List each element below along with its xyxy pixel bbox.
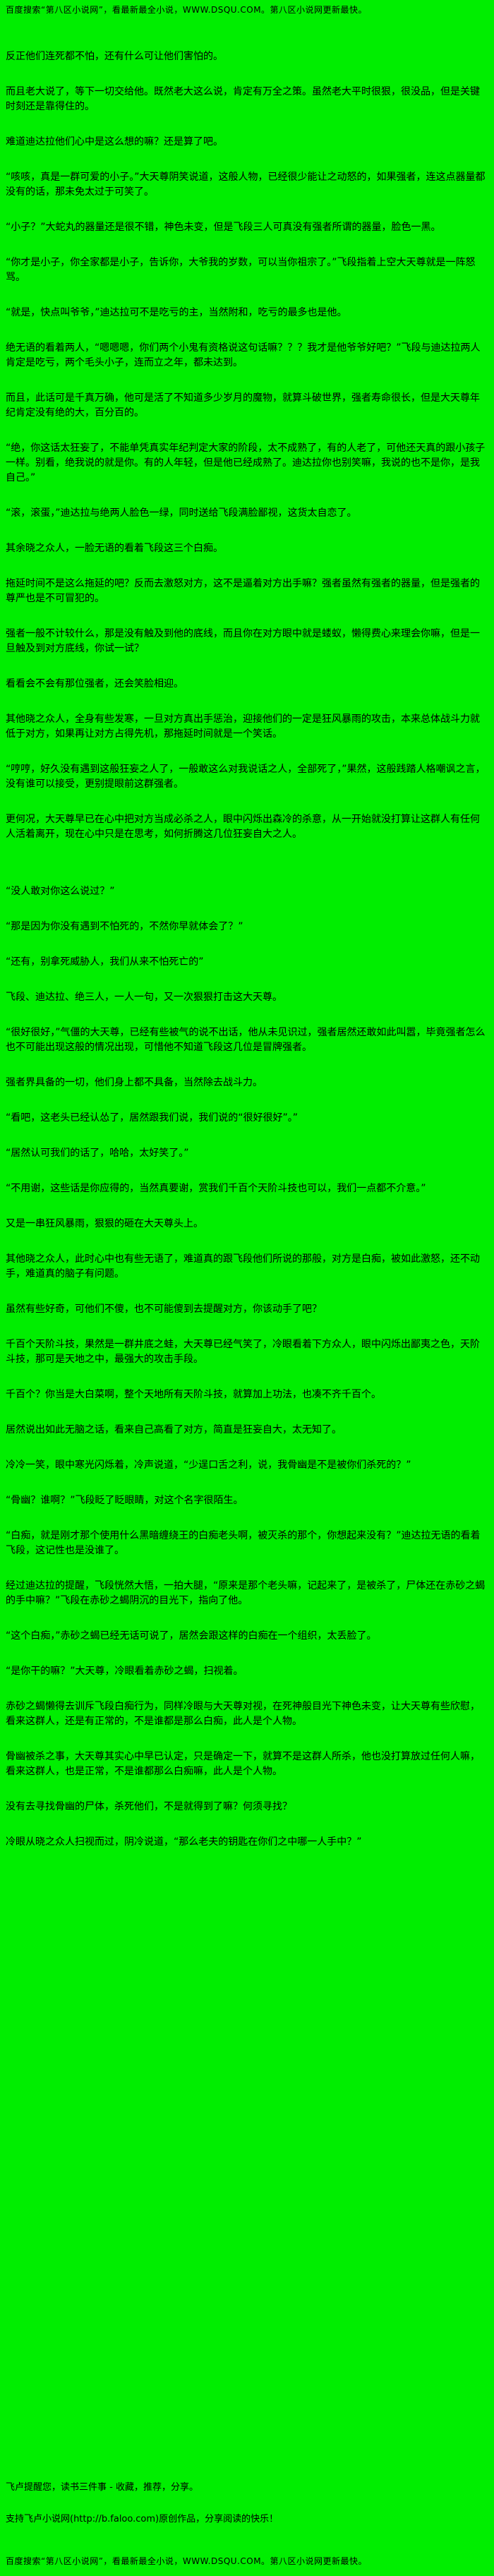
novel-paragraph: “小子？”大蛇丸的器量还是很不错，神色未变，但是飞段三人可真没有强者所谓的器量，… [6,222,441,233]
novel-paragraph: “你才是小子，你全家都是小子，告诉你，大爷我的岁数，可以当你祖宗了。”飞段指着上… [6,257,476,283]
novel-paragraph: 而且老大说了，等下一切交给他。既然老大这么说，肯定有万全之策。虽然老大平时很狠，… [6,86,480,112]
novel-paragraph: “哼哼，好久没有遇到这般狂妄之人了，一般敢这么对我说话之人，全部死了，”果然，这… [6,764,486,790]
novel-paragraph: 看看会不会有那位强者，还会笑脸相迎。 [6,678,183,690]
novel-paragraph: 赤砂之蝎懒得去训斥飞段白痴行为，同样冷眼与大天尊对视，在死神般目光下神色未变，让… [6,1701,480,1727]
novel-paragraph: 难道迪达拉他们心中是这么想的嘛？还是算了吧。 [6,136,223,148]
page-footer-area: 飞卢提醒您，读书三件事 - 收藏，推荐，分享。 支持飞卢小说网(http://b… [6,2475,487,2568]
support-site-notice: 支持飞卢小说网(http://b.faloo.com)原创作品，分享阅读的快乐！ [6,2514,279,2524]
novel-paragraph: “看吧，这老头已经认怂了，居然跟我们说，我们说的“很好很好”。” [6,1112,299,1124]
novel-paragraph: “没人敢对你这么说过？” [6,886,115,897]
novel-paragraph: 强者界具备的一切，他们身上都不具备，当然除去战斗力。 [6,1077,263,1088]
novel-paragraph: “很好很好，”气僵的大天尊，已经有些被气的说不出话，他从未见识过，强者居然还敢如… [6,1027,486,1053]
novel-paragraph: “还有，别拿死威胁人，我们从来不怕死亡的” [6,956,204,968]
novel-paragraph: 其他晓之众人，全身有些发寒，一旦对方真出手惩治，迎接他们的一定是狂风暴雨的攻击，… [6,714,480,740]
novel-paragraph: “就是，快点叫爷爷，”迪达拉可不是吃亏的主，当然附和，吃亏的最多也是他。 [6,307,347,318]
novel-paragraph: 飞段、迪达拉、绝三人，一人一句，又一次狠狠打击这大天尊。 [6,992,282,1003]
novel-paragraph: 千百个？你当是大白菜啊，整个天地所有天阶斗技，就算加上功法，也凑不齐千百个。 [6,1389,381,1400]
novel-paragraph: 其余晓之众人，一脸无语的看着飞段这三个白痴。 [6,543,223,554]
novel-paragraph: “咳咳，真是一群可爱的小子。”大天尊阴笑说道，这般人物，已经很少能让之动怒的，如… [6,171,486,198]
novel-paragraph: 其他晓之众人，此时心中也有些无语了，难道真的跟飞段他们所说的那般，对方是白痴，被… [6,1253,480,1280]
novel-paragraph: 千百个天阶斗技，果然是一群井底之蛙，大天尊已经气笑了，冷眼看着下方众人，眼中闪烁… [6,1339,480,1365]
novel-paragraph: 没有去寻找骨幽的尸体，杀死他们，不是就得到了嘛？何须寻找？ [6,1801,292,1812]
novel-paragraph: 更何况，大天尊早已在心中把对方当成必杀之人，眼中闪烁出森冷的杀意，从一开始就没打… [6,814,480,840]
site-notice-top: 百度搜索“第八区小说网”，看最新最全小说，WWW.DSQU.COM。第八区小说网… [6,5,368,15]
novel-paragraph: 冷冷一笑，眼中寒光闪烁着，冷声说道，“少逞口舌之利，说，我骨幽是不是被你们杀死的… [6,1459,411,1471]
novel-paragraph: 居然说出如此无脑之话，看来自己高看了对方，简直是狂妄自大，太无知了。 [6,1424,342,1436]
novel-paragraph: “这个白痴，”赤砂之蝎已经无话可说了，居然会跟这样的白痴在一个组织，太丢脸了。 [6,1630,377,1642]
novel-paragraph: “那是因为你没有遇到不怕死的，不然你早就体会了？” [6,921,243,932]
novel-paragraph: “白痴，就是刚才那个使用什么黑暗缠绕王的白痴老头啊，被灭杀的那个，你想起来没有？… [6,1530,481,1556]
novel-paragraph: 强者一般不计较什么，那是没有触及到他的底线，而且你在对方眼中就是蝼蚁，懒得费心来… [6,628,480,654]
reading-reminder: 飞卢提醒您，读书三件事 - 收藏，推荐，分享。 [6,2482,198,2493]
novel-paragraph: 拖延时间不是这么拖延的吧？反而去激怒对方，这不是逼着对方出手嘛？强者虽然有强者的… [6,578,480,604]
novel-paragraph: 经过迪达拉的提醒，飞段恍然大悟，一拍大腿，“原来是那个老头嘛，记起来了，是被杀了… [6,1580,486,1606]
novel-paragraph: 又是一串狂风暴雨，狠狠的砸在大天尊头上。 [6,1218,203,1229]
novel-paragraphs: 反正他们连死都不怕，还有什么可让他们害怕的。而且老大说了，等下一切交给他。既然老… [6,49,487,1850]
novel-paragraph: 骨幽被杀之事，大天尊其实心中早已认定，只是确定一下，就算不是这群人所杀，他也没打… [6,1751,480,1777]
novel-paragraph: “是你干的嘛？”大天尊，冷眼看着赤砂之蝎，扫视着。 [6,1666,243,1677]
novel-paragraph: 而且，此话可是千真万确，他可是活了不知道多少岁月的魔物，就算斗破世界，强者寿命很… [6,392,480,419]
novel-paragraph: “绝，你这话太狂妄了，不能单凭真实年纪判定大家的阶段，太不成熟了，有的人老了，可… [6,443,486,483]
novel-paragraph: “骨幽？谁啊？”飞段眨了眨眼睛，对这个名字很陌生。 [6,1495,243,1506]
novel-content: 反正他们连死都不怕，还有什么可让他们害怕的。而且老大说了，等下一切交给他。既然老… [6,29,487,1870]
novel-paragraph: 冷眼从晓之众人扫视而过，阴冷说道，“那么老夫的钥匙在你们之中哪一人手中？” [6,1836,362,1848]
novel-paragraph: 虽然有些好奇，可他们不傻，也不可能傻到去提醒对方，你该动手了吧？ [6,1304,322,1315]
novel-paragraph: 反正他们连死都不怕，还有什么可让他们害怕的。 [6,51,223,62]
site-notice-bottom: 百度搜索“第八区小说网”，看最新最全小说，WWW.DSQU.COM。第八区小说网… [6,2556,368,2566]
novel-paragraph: “滚，滚蛋，”迪达拉与绝两人脸色一绿，同时送给飞段满脸鄙视，这货太自恋了。 [6,507,357,519]
novel-paragraph: “居然认可我们的话了，哈哈，太好笑了。” [6,1148,189,1159]
novel-paragraph: “不用谢，这些话是你应得的，当然真要谢，赏我们千百个天阶斗技也可以，我们一点都不… [6,1183,426,1194]
novel-paragraph: 绝无语的看着两人，“嗯嗯嗯，你们两个小鬼有资格说这句话嘛？？？我才是他爷爷好吧？… [6,342,481,368]
